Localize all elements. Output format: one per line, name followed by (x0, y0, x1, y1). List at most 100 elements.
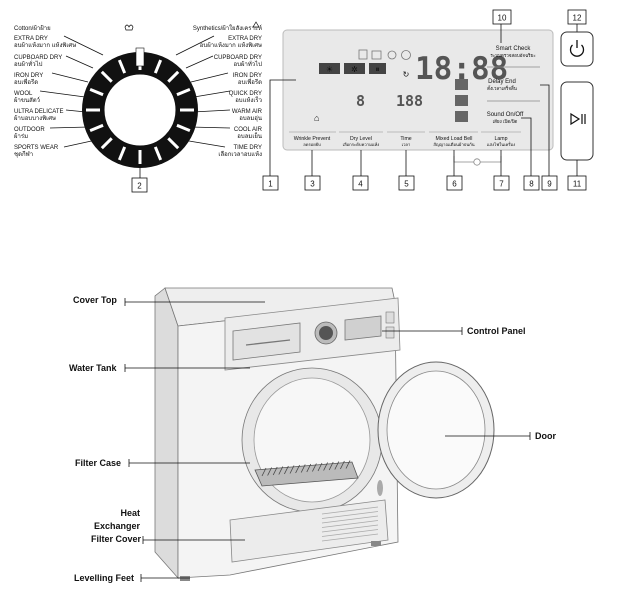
water-tank-drawer[interactable] (232, 322, 301, 361)
filter-slot (323, 462, 328, 471)
smart-tag-icon: ⌂ (314, 113, 319, 123)
dial-left-label-1: CUPBOARD DRY (14, 55, 62, 61)
clock-icon (401, 50, 411, 60)
mixed-load-bell-button[interactable]: Mixed Load Bell (436, 136, 473, 142)
filter-slot (272, 466, 278, 476)
program-dial-knob[interactable] (103, 73, 177, 147)
cotton-icon (124, 24, 134, 31)
dial-left-label-5: OUTDOOR (14, 127, 45, 133)
filter-slot (317, 462, 323, 472)
synthetics-header: Synthetics/ผ้าใยสังเคราะห์ (193, 24, 262, 32)
pause-icon: ⏸ (376, 65, 380, 74)
start-pause-icon (570, 112, 581, 126)
callout-10: 10 (498, 14, 507, 23)
callout-9-box (541, 175, 558, 191)
delay-end-label: Delay End (488, 79, 516, 85)
dryer-illustration (154, 287, 495, 581)
display-dry-level: 8 (356, 92, 365, 110)
callout-2: 2 (137, 182, 142, 191)
filter-slot (312, 463, 317, 472)
door-hinge (377, 480, 383, 496)
dial-leader-lines (39, 35, 231, 148)
water-tank-handle (245, 339, 291, 346)
callout-8-box (523, 175, 540, 191)
time-button[interactable]: Time (400, 136, 411, 142)
label-water-tank: Water Tank (69, 363, 118, 373)
dial-left-label-0: EXTRA DRY (14, 36, 48, 42)
dryer-start-btn[interactable] (385, 326, 395, 339)
callout-11: 11 (573, 180, 582, 189)
callout-1-box (262, 175, 279, 191)
callout-8: 8 (529, 180, 534, 189)
lamp-button[interactable]: Lamp (495, 136, 508, 142)
panel-buttons-row: Wrinkle Prevent ลดรอยยับ Dry Level เลือก… (289, 131, 521, 147)
dial-right-sub-5: อบลมเย็น (237, 131, 262, 140)
dial-right-label-0: EXTRA DRY (228, 36, 262, 42)
dial-right-label-1: CUPBOARD DRY (214, 55, 262, 61)
dryer-door-glass (386, 370, 486, 490)
dial-left-sub-1: อบผ้าทั่วไป (14, 60, 43, 68)
wrinkle-prevent-sub: ลดรอยยับ (303, 142, 321, 147)
time-sub: เวลา (402, 142, 411, 147)
control-panel-bezel (282, 29, 554, 151)
dial-left-labels: EXTRA DRY อบผ้าแห้งมาก แห้งพิเศษ CUPBOAR… (14, 36, 76, 158)
filter-case[interactable] (254, 461, 359, 487)
dial-tick (176, 123, 191, 133)
delay-end-sub: ตั้งเวลาเสร็จสิ้น (487, 84, 517, 91)
dial-right-labels: EXTRA DRY อบผ้าแห้งมาก แห้งพิเศษ CUPBOAR… (200, 36, 263, 158)
callout-4: 4 (358, 180, 363, 189)
dial-right-sub-0: อบผ้าแห้งมาก แห้งพิเศษ (200, 42, 262, 49)
lock-icon (358, 49, 368, 60)
smart-check-icon (455, 79, 468, 90)
dial-right-sub-6: เลือกเวลาอบแห้ง (218, 150, 262, 158)
lamp-sub: แสงไฟในเครื่อง (487, 141, 515, 147)
label-levelling-feet: Levelling Feet (74, 573, 134, 583)
dial-right-label-5: COOL AIR (234, 127, 263, 133)
panel-callout-lines (269, 24, 550, 176)
label-heat-exchanger-3: Filter Cover (91, 534, 142, 544)
dryer-power-btn[interactable] (385, 311, 395, 324)
dial-left-sub-4: ผ้าบอบบางพิเศษ (14, 115, 56, 122)
dial-tick (100, 70, 113, 83)
filter-slot (289, 465, 295, 474)
dry-icon: ✲ (351, 65, 358, 74)
filter-slot (278, 466, 284, 475)
dial-ticks (86, 56, 194, 164)
dial-right-sub-3: อบแห้งเร็ว (235, 95, 262, 104)
filter-slot (300, 464, 306, 473)
power-icon (569, 44, 585, 57)
dryer-labels: Cover Top Water Tank Filter Case Heat Ex… (69, 295, 556, 583)
filter-slot (267, 467, 272, 476)
synthetics-icon (252, 21, 260, 28)
label-cover-top: Cover Top (73, 295, 117, 305)
filter-slot (306, 463, 312, 473)
dial-tick (100, 137, 113, 150)
levelling-foot-left[interactable] (180, 576, 190, 581)
label-door: Door (535, 431, 556, 441)
power-button[interactable] (560, 31, 594, 67)
dial-tick (89, 87, 104, 97)
filter-slot (345, 460, 351, 469)
program-dial-section: Cotton/ผ้าฝ้าย Synthetics/ผ้าใยสังเคราะห… (14, 21, 263, 193)
child-lock-icon (473, 158, 481, 166)
vent-slot (321, 511, 379, 519)
dial-right-label-4: WARM AIR (232, 109, 263, 115)
wrinkle-prevent-button[interactable]: Wrinkle Prevent (294, 136, 331, 142)
dial-tick (167, 137, 180, 150)
vent-slot (321, 529, 379, 537)
dry-level-button[interactable]: Dry Level (350, 136, 372, 142)
callout-3-box (304, 175, 321, 191)
vent-slot (321, 506, 379, 515)
label-heat-exchanger-1: Heat (120, 508, 140, 518)
levelling-foot-right[interactable] (371, 541, 381, 546)
dry-level-sub: เลือกระดับความแห้ง (343, 142, 380, 147)
vent-slot (321, 533, 379, 542)
dial-tick (153, 146, 163, 161)
cotton-header: Cotton/ผ้าฝ้าย (14, 25, 51, 32)
start-pause-button[interactable] (560, 81, 594, 161)
dial-tick (117, 59, 127, 74)
filter-slot (340, 460, 345, 470)
dryer-dial-center (319, 326, 333, 340)
calendar-icon (371, 50, 382, 60)
